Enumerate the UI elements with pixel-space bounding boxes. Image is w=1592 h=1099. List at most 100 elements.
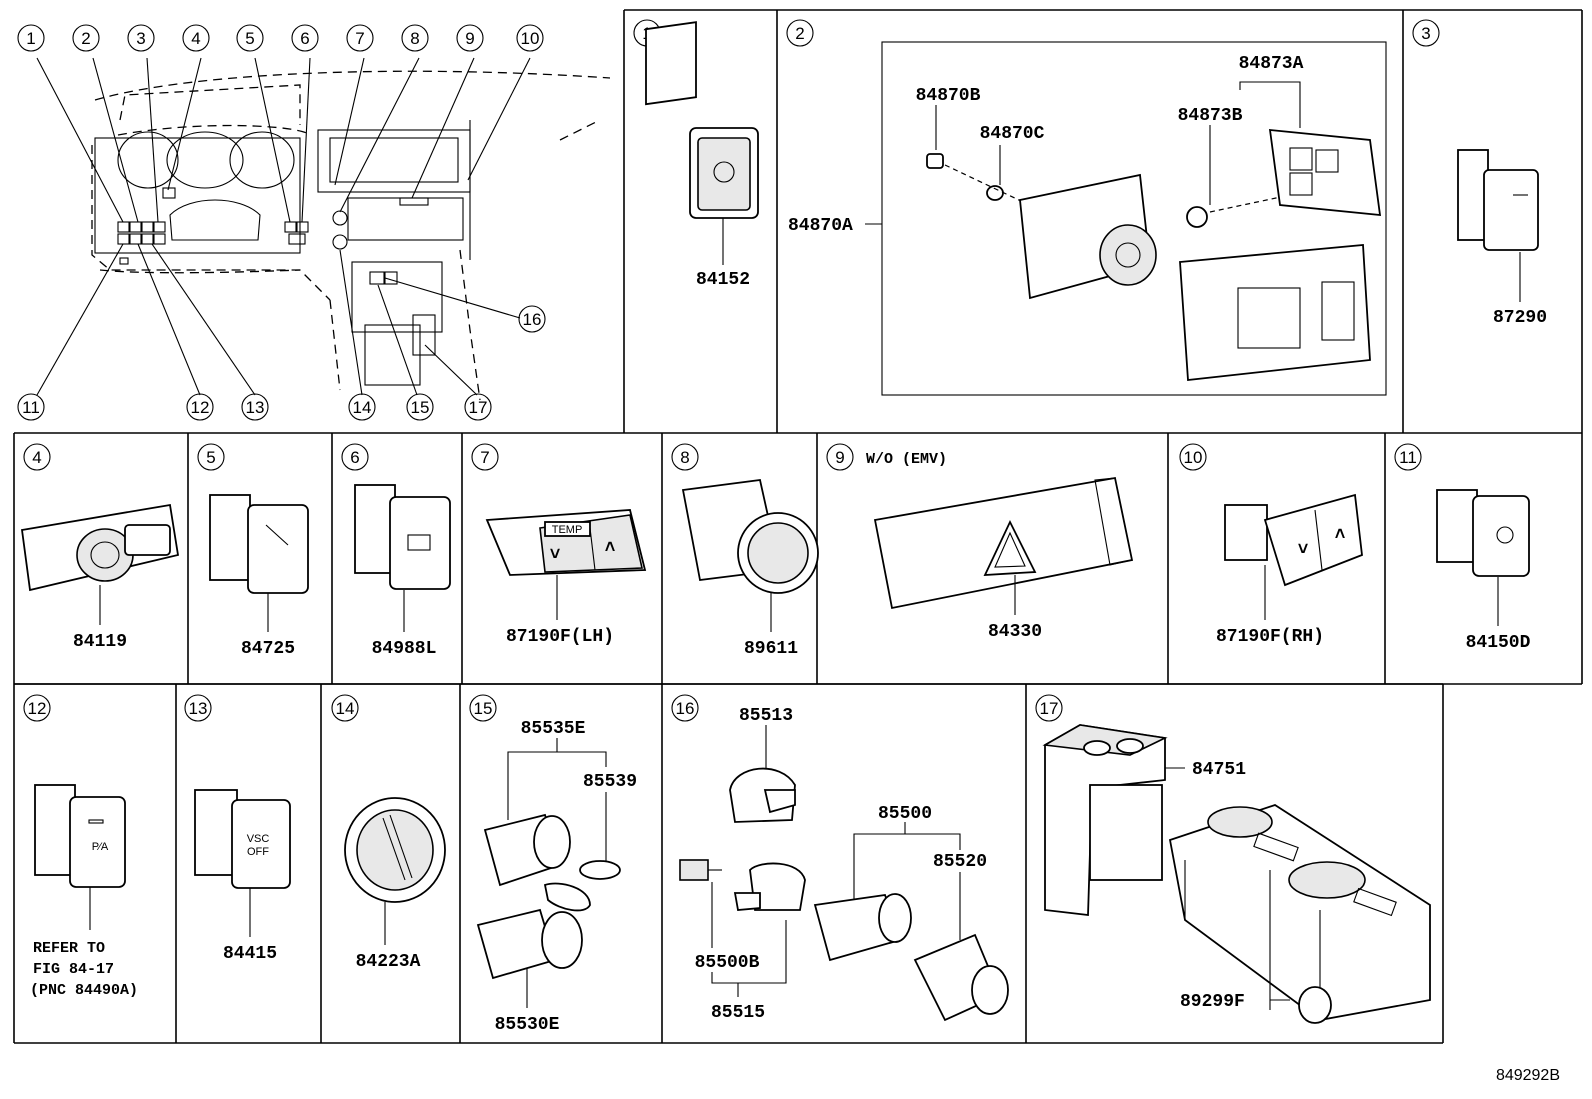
svg-text:15: 15: [474, 699, 493, 718]
svg-text:11: 11: [22, 398, 40, 417]
part-87290: 87290: [1493, 308, 1547, 328]
panel-8: 8 89611: [671, 443, 819, 659]
svg-text:5: 5: [245, 29, 254, 48]
part-84873B: 84873B: [1178, 106, 1243, 126]
callout-8: 8: [401, 24, 429, 52]
variant-note: W/O (EMV): [866, 451, 947, 468]
part-85500B: 85500B: [695, 953, 760, 973]
svg-text:15: 15: [411, 398, 430, 417]
refer-line-3: (PNC 84490A): [30, 982, 138, 999]
part-85500: 85500: [878, 804, 932, 824]
svg-text:2: 2: [81, 29, 90, 48]
part-85539: 85539: [583, 772, 637, 792]
part-89611: 89611: [744, 639, 798, 659]
panel-11: 11 84150D: [1394, 443, 1531, 653]
callout-10: 10: [516, 24, 544, 52]
svg-text:17: 17: [1040, 699, 1059, 718]
part-85520: 85520: [933, 852, 987, 872]
svg-text:4: 4: [191, 29, 200, 48]
callout-17: 17: [464, 393, 492, 421]
svg-text:16: 16: [676, 699, 695, 718]
part-85530E: 85530E: [495, 1015, 560, 1035]
callout-3: 3: [127, 24, 155, 52]
svg-text:3: 3: [136, 29, 145, 48]
part-84870A: 84870A: [788, 216, 853, 236]
svg-text:OFF: OFF: [247, 846, 269, 858]
callout-16: 16: [518, 305, 546, 333]
panel-14: 14 84223A: [331, 694, 446, 972]
callout-11: 11: [17, 393, 45, 421]
svg-text:10: 10: [1184, 448, 1203, 467]
callout-13: 13: [241, 393, 269, 421]
parking-assist-icon: P⁄A: [92, 841, 109, 853]
part-84415: 84415: [223, 944, 277, 964]
down-arrow-icon: ˅: [1298, 541, 1309, 561]
up-arrow-icon: ˄: [605, 539, 616, 559]
svg-text:13: 13: [189, 699, 208, 718]
svg-text:7: 7: [480, 448, 489, 467]
part-84725: 84725: [241, 639, 295, 659]
callout-12: 12: [186, 393, 214, 421]
svg-text:12: 12: [28, 699, 47, 718]
svg-text:12: 12: [191, 398, 210, 417]
svg-text:5: 5: [206, 448, 215, 467]
svg-text:4: 4: [32, 448, 41, 467]
panel-3: 3 87290: [1412, 19, 1547, 328]
part-84223A: 84223A: [356, 952, 421, 972]
panel-grid: [13, 9, 1583, 1044]
callout-15: 15: [406, 393, 434, 421]
part-84150D: 84150D: [1466, 633, 1531, 653]
callout-14: 14: [348, 393, 376, 421]
overview-callouts-top: 1 2 3 4 5 6 7 8 9 10 11 12 13 14 15 17 1…: [17, 24, 546, 421]
svg-text:16: 16: [523, 310, 542, 329]
part-84873A: 84873A: [1239, 54, 1304, 74]
up-arrow-icon: ˄: [1335, 526, 1346, 546]
svg-text:3: 3: [1421, 24, 1430, 43]
svg-text:9: 9: [835, 448, 844, 467]
part-87190F-LH: 87190F(LH): [506, 627, 614, 647]
panel-15: 15 85535E 85539 85530E: [469, 694, 637, 1035]
panel-1: 1 84152: [633, 19, 759, 290]
svg-text:8: 8: [410, 29, 419, 48]
down-arrow-icon: ˅: [550, 546, 561, 566]
svg-text:17: 17: [469, 398, 488, 417]
refer-line-2: FIG 84-17: [33, 961, 114, 978]
refer-line-1: REFER TO: [33, 940, 105, 957]
panel-10: 10 ˅ ˄ 87190F(RH): [1179, 443, 1363, 647]
callout-1: 1: [17, 24, 45, 52]
part-84330: 84330: [988, 622, 1042, 642]
panel-13: 13 VSC OFF 84415: [184, 694, 291, 964]
part-84988L: 84988L: [372, 639, 437, 659]
callout-2: 2: [72, 24, 100, 52]
part-84870C: 84870C: [980, 124, 1045, 144]
svg-text:2: 2: [795, 24, 804, 43]
panel-7: 7 TEMP ˅ ˄ 87190F(LH): [471, 443, 647, 647]
panel-2: 2 84873A 84870B 84873B 84870C 84870A: [786, 19, 1387, 396]
panel-6: 6 84988L: [341, 443, 451, 659]
callout-6: 6: [291, 24, 319, 52]
panel-12: 12 P⁄A REFER TO FIG 84-17 (PNC 84490A): [23, 694, 138, 999]
callout-5: 5: [236, 24, 264, 52]
svg-text:6: 6: [350, 448, 359, 467]
part-89299F: 89299F: [1180, 992, 1245, 1012]
callout-9: 9: [456, 24, 484, 52]
panel-4: 4 84119: [20, 443, 180, 652]
dashboard-overview: [36, 57, 611, 401]
part-84152: 84152: [696, 270, 750, 290]
svg-text:10: 10: [521, 29, 540, 48]
svg-text:14: 14: [353, 398, 372, 417]
temp-key-label: TEMP: [552, 524, 583, 536]
svg-text:1: 1: [26, 29, 35, 48]
callout-4: 4: [182, 24, 210, 52]
part-85513: 85513: [739, 706, 793, 726]
svg-text:13: 13: [246, 398, 265, 417]
svg-text:8: 8: [680, 448, 689, 467]
part-84870B: 84870B: [916, 86, 981, 106]
part-85515: 85515: [711, 1003, 765, 1023]
panel-17: 17 84751 89299F: [1035, 694, 1431, 1024]
part-84751: 84751: [1192, 760, 1246, 780]
panel-5: 5 84725: [197, 443, 309, 659]
panel-9: 9 W/O (EMV) 84330: [826, 443, 1134, 642]
part-85535E: 85535E: [521, 719, 586, 739]
